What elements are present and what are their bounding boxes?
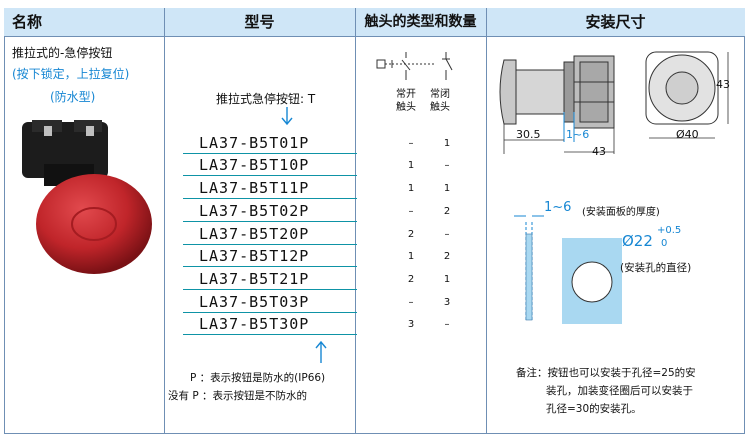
model-row: LA37-B5T10P bbox=[183, 154, 357, 176]
nc-contact-count: 1 bbox=[443, 183, 451, 194]
model-row: LA37-B5T21P bbox=[183, 268, 357, 290]
no-contact-count: 3 bbox=[407, 319, 415, 330]
no-contact-header: 常开 触头 bbox=[396, 88, 416, 114]
hole-tolerance-lower: 0 bbox=[661, 238, 668, 249]
no-contact-count: 2 bbox=[407, 274, 415, 285]
no-contact-count: 1 bbox=[407, 251, 415, 262]
dim-43-width: 43 bbox=[592, 145, 606, 158]
nc-contact-count: 2 bbox=[443, 251, 451, 262]
dim-diameter-40: Ø40 bbox=[676, 128, 699, 141]
model-row: LA37-B5T12P bbox=[183, 245, 357, 267]
nc-contact-count: 1 bbox=[443, 138, 451, 149]
header-model: 型号 bbox=[164, 8, 355, 37]
no-contact-count: – bbox=[408, 297, 414, 308]
header-dimensions: 安装尺寸 bbox=[486, 8, 745, 37]
no-contact-count: 1 bbox=[407, 160, 415, 171]
no-contact-count: – bbox=[408, 206, 414, 217]
product-title: 推拉式的-急停按钮 bbox=[12, 46, 113, 60]
model-row: LA37-B5T30P bbox=[183, 313, 357, 335]
arrow-down-icon bbox=[281, 107, 293, 126]
no-contact-count: 1 bbox=[407, 183, 415, 194]
dim-1-6: 1~6 bbox=[566, 128, 590, 141]
product-subtitle: (按下锁定，上拉复位) bbox=[12, 67, 130, 81]
button-photo bbox=[22, 120, 152, 274]
no-contact-count: 2 bbox=[407, 229, 415, 240]
no-contact-label: 常开 bbox=[396, 89, 416, 100]
arrow-up-icon bbox=[315, 340, 327, 363]
contact-symbol-icon bbox=[376, 52, 453, 80]
model-row: LA37-B5T11P bbox=[183, 177, 357, 199]
hole-diameter: Ø22 bbox=[622, 232, 653, 250]
p-note-not-waterproof: 没有 P ：表示按钮是不防水的 bbox=[168, 390, 308, 402]
p-note-waterproof: P ：表示按钮是防水的(IP66) bbox=[190, 372, 326, 384]
remark-line: 装孔，加装变径圈后可以安装于 bbox=[546, 385, 693, 397]
no-contact-label: 触头 bbox=[396, 102, 416, 113]
nc-contact-label: 触头 bbox=[430, 102, 450, 113]
model-row: LA37-B5T01P bbox=[183, 132, 357, 154]
dim-30-5: 30.5 bbox=[516, 128, 541, 141]
side-view-drawing bbox=[499, 55, 615, 154]
nc-contact-count: 3 bbox=[443, 297, 451, 308]
model-row: LA37-B5T02P bbox=[183, 200, 357, 222]
front-view-drawing bbox=[645, 51, 729, 139]
model-hint: 推拉式急停按钮: T bbox=[216, 92, 316, 106]
nc-contact-count: – bbox=[444, 319, 450, 330]
column-divider bbox=[486, 8, 487, 434]
panel-hole-diagram bbox=[514, 215, 622, 324]
hole-tolerance-upper: +0.5 bbox=[657, 225, 682, 236]
column-divider bbox=[164, 8, 165, 434]
product-waterproof: (防水型) bbox=[50, 90, 96, 104]
nc-contact-label: 常闭 bbox=[430, 89, 450, 100]
header-name: 名称 bbox=[4, 8, 164, 37]
panel-thickness-label: (安装面板的厚度) bbox=[582, 207, 660, 218]
dim-43-height: 43 bbox=[716, 78, 730, 91]
model-row: LA37-B5T03P bbox=[183, 291, 357, 313]
header-contacts: 触头的类型和数量 bbox=[355, 8, 486, 37]
model-row: LA37-B5T20P bbox=[183, 223, 357, 245]
nc-contact-count: – bbox=[444, 229, 450, 240]
remark-line: 孔径=30的安装孔。 bbox=[546, 403, 642, 415]
remark-line: 备注：按钮也可以安装于孔径=25的安 bbox=[516, 367, 696, 379]
nc-contact-count: – bbox=[444, 160, 450, 171]
no-contact-count: – bbox=[408, 138, 414, 149]
hole-diameter-label: (安装孔的直径) bbox=[620, 262, 692, 274]
panel-thickness-range: 1~6 bbox=[544, 200, 572, 215]
nc-contact-count: 1 bbox=[443, 274, 451, 285]
nc-contact-count: 2 bbox=[443, 206, 451, 217]
nc-contact-header: 常闭 触头 bbox=[430, 88, 450, 114]
